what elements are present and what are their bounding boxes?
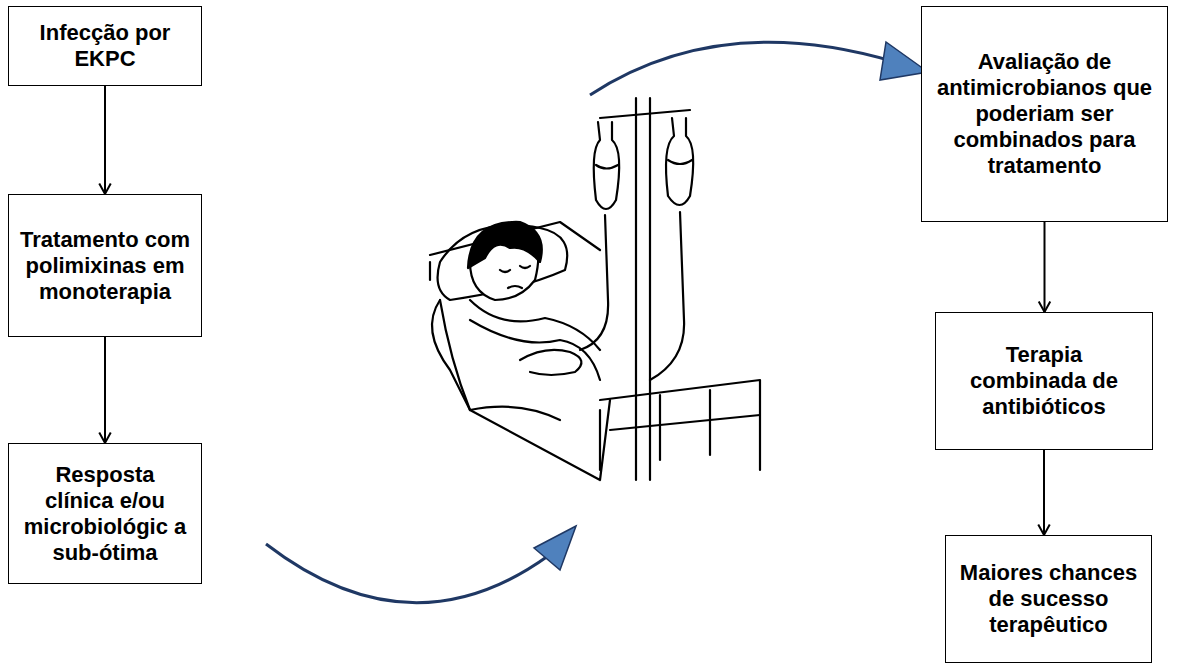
box-text: Infecção por EKPC (19, 20, 191, 72)
flow-arrow (1038, 450, 1050, 535)
arrow-head (1039, 301, 1051, 312)
box-text: Tratamento com polimixinas em monoterapi… (19, 227, 191, 305)
box-text: Avaliação de antimicrobianos que poderia… (932, 49, 1157, 179)
box-text: Resposta clínica e/ou microbiológic a su… (19, 462, 191, 566)
connector-line (104, 86, 106, 194)
arrow-head (1038, 524, 1050, 535)
process-box: Infecção por EKPC (8, 6, 202, 86)
curved-arrow (590, 42, 895, 95)
connector-line (104, 337, 106, 443)
flow-arrow (1039, 222, 1051, 312)
flow-arrow (99, 337, 111, 443)
patient-illustration (430, 98, 760, 480)
arrow-head (99, 183, 111, 194)
process-box: Terapia combinada de antibióticos (935, 312, 1153, 450)
connector-line (1043, 450, 1045, 535)
process-box: Tratamento com polimixinas em monoterapi… (8, 194, 202, 337)
box-text: Terapia combinada de antibióticos (946, 342, 1142, 420)
process-box: Avaliação de antimicrobianos que poderia… (921, 6, 1168, 222)
process-box: Resposta clínica e/ou microbiológic a su… (8, 443, 202, 584)
arrow-head (99, 432, 111, 443)
flow-arrow (99, 86, 111, 194)
box-text: Maiores chances de sucesso terapêutico (956, 560, 1141, 638)
curved-arrow (266, 544, 548, 603)
arrow-head (534, 526, 576, 570)
process-box: Maiores chances de sucesso terapêutico (945, 535, 1152, 663)
connector-line (1044, 222, 1046, 312)
